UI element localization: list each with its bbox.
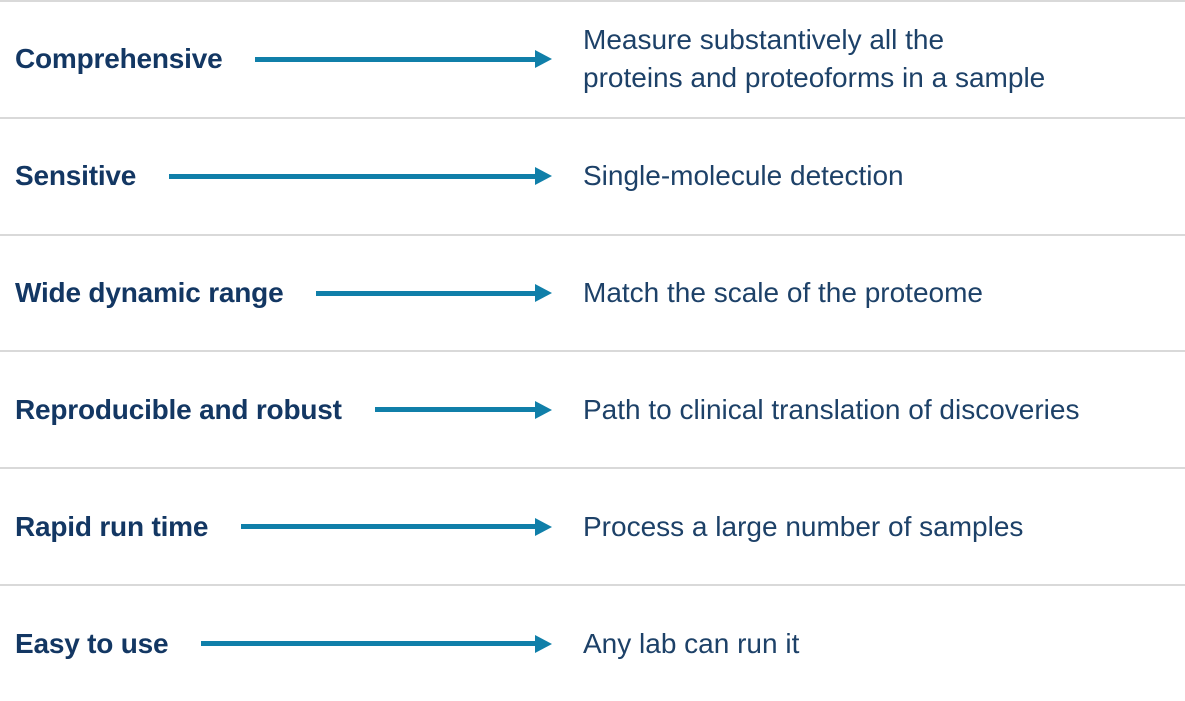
arrow-right-icon	[241, 517, 552, 536]
feature-description: Single-molecule detection	[583, 160, 904, 192]
arrow-head	[535, 284, 552, 303]
feature-row-left: Rapid run time	[0, 511, 552, 543]
arrow-shaft	[169, 173, 535, 179]
feature-row: Wide dynamic range Match the scale of th…	[0, 233, 1185, 351]
arrow-head	[535, 634, 552, 653]
arrow-head	[535, 517, 552, 536]
feature-description: Match the scale of the proteome	[583, 277, 983, 309]
arrow-right-icon	[169, 167, 552, 186]
feature-description: Path to clinical translation of discover…	[583, 393, 1080, 425]
arrow-shaft	[316, 290, 535, 296]
arrow-right-icon	[374, 400, 552, 419]
feature-label: Reproducible and robust	[15, 393, 342, 425]
feature-description: Any lab can run it	[583, 627, 800, 659]
feature-row-left: Wide dynamic range	[0, 277, 552, 309]
feature-row-left: Easy to use	[0, 628, 552, 660]
feature-row: Rapid run time Process a large number of…	[0, 467, 1185, 584]
feature-row: Reproducible and robust Path to clinical…	[0, 350, 1185, 467]
feature-label: Comprehensive	[15, 43, 223, 75]
arrow-shaft	[374, 407, 535, 413]
feature-description: Measure substantively all the proteins a…	[583, 24, 1046, 94]
feature-label: Wide dynamic range	[15, 277, 284, 309]
feature-label: Sensitive	[15, 160, 137, 192]
arrow-head	[535, 400, 552, 419]
feature-label: Easy to use	[15, 627, 169, 659]
feature-label: Rapid run time	[15, 510, 209, 542]
feature-description: Process a large number of samples	[583, 510, 1024, 542]
arrow-head	[535, 167, 552, 186]
arrow-shaft	[255, 56, 535, 62]
feature-row: Easy to use Any lab can run it	[0, 584, 1185, 701]
feature-row-left: Comprehensive	[0, 43, 552, 75]
feature-row-left: Reproducible and robust	[0, 394, 552, 426]
arrow-shaft	[241, 524, 535, 530]
arrow-shaft	[201, 641, 535, 647]
feature-row-left: Sensitive	[0, 160, 552, 192]
arrow-right-icon	[316, 284, 552, 303]
feature-row: Sensitive Single-molecule detection	[0, 116, 1185, 234]
arrow-right-icon	[201, 634, 552, 653]
arrow-head	[535, 50, 552, 69]
arrow-right-icon	[255, 50, 552, 69]
feature-row: Comprehensive Measure substantively all …	[0, 0, 1185, 117]
